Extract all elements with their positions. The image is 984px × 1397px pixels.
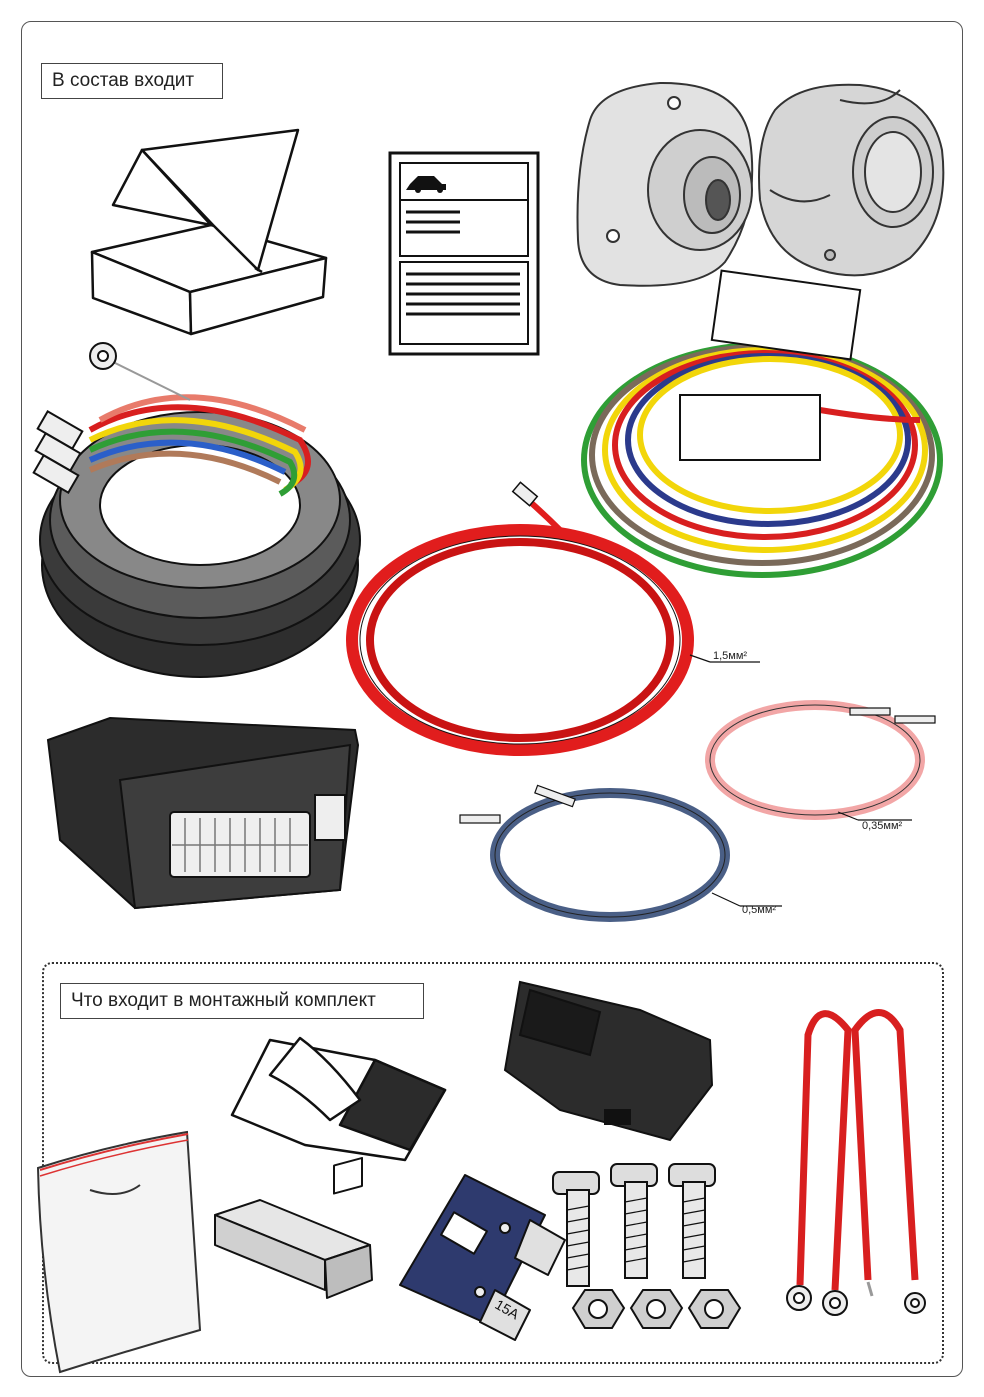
socket-icon xyxy=(576,81,754,287)
section-title-kit: Что входит в монтажный комплект xyxy=(60,983,424,1019)
page-frame xyxy=(21,21,963,1377)
manual-icon xyxy=(388,151,540,356)
kit-section xyxy=(42,962,944,1364)
double-sided-tape-icon xyxy=(230,1036,447,1162)
wiring-harness-icon xyxy=(581,269,943,578)
wiring-harness-icon xyxy=(32,342,361,678)
bolt-icon xyxy=(552,1163,742,1329)
red-wire-label: 1,5мм² xyxy=(713,650,747,662)
pink-wire-label: 0,35мм² xyxy=(862,820,903,832)
insulator-icon xyxy=(214,1156,373,1299)
pink-wire-icon xyxy=(705,700,936,821)
connector-icon xyxy=(503,980,714,1142)
box-icon xyxy=(90,128,328,336)
red-wire-icon xyxy=(346,481,760,756)
section-title-main: В состав входит xyxy=(41,63,223,99)
zip-bag-icon xyxy=(36,1130,202,1374)
socket-cover-icon xyxy=(758,83,945,277)
control-unit-icon xyxy=(46,716,360,910)
blue-wire-label: 0,5мм² xyxy=(742,904,776,916)
jumper-wire-icon xyxy=(786,1009,926,1316)
fuse-icon xyxy=(399,1174,566,1341)
blue-wire-icon xyxy=(459,784,782,922)
